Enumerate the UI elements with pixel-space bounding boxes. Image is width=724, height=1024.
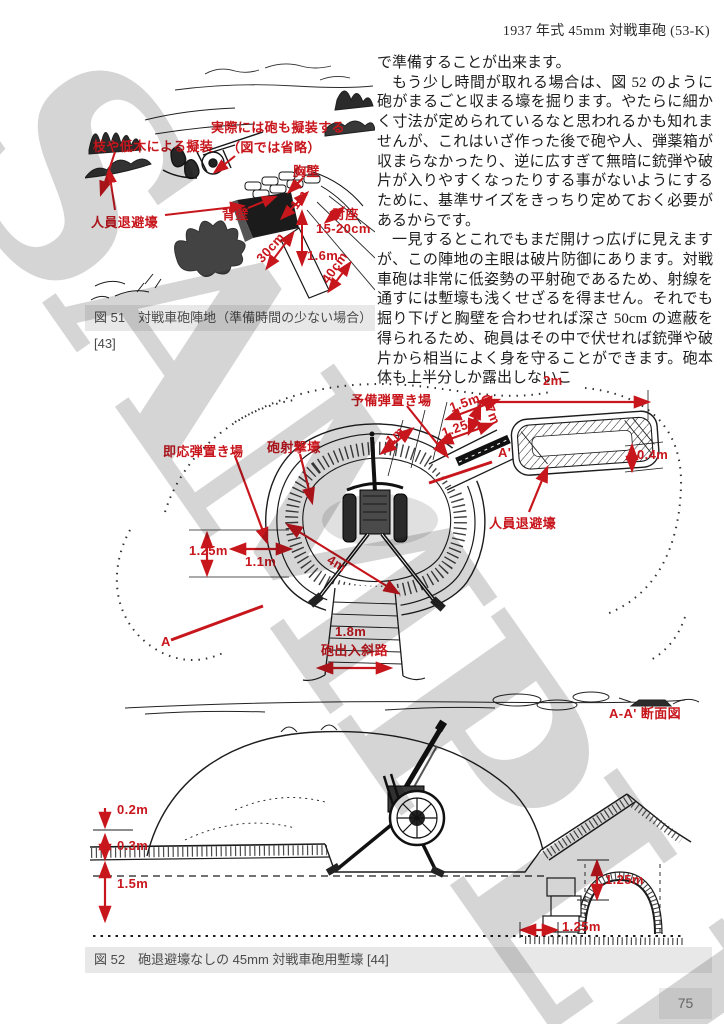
- plan-label-a: A: [161, 634, 171, 649]
- fig51-label-personnel-shelter: 人員退避壕: [91, 215, 159, 230]
- plan-dim-2m: 2m: [543, 373, 563, 388]
- plan-label-ready-ammo: 即応弾置き場: [163, 444, 244, 459]
- plan-annotation-arrows: [170, 395, 652, 675]
- fig52-plan-illustration: [115, 382, 686, 682]
- fig51-annotation-arrows: [99, 151, 352, 294]
- body-text: で準備することが出来ます。 もう少し時間が取れる場合は、図 52 のように砲がま…: [377, 54, 713, 389]
- plan-ramp: [302, 584, 426, 682]
- plan-label-ramp: 砲出入斜路: [321, 643, 389, 658]
- fig51-trees: [85, 90, 375, 179]
- plan-label-a-prime: A': [498, 445, 512, 460]
- paragraph-2: もう少し時間が取れる場合は、図 52 のように砲がまるごと収まる壕を掘ります。や…: [377, 74, 713, 229]
- figure-51: 枝や低木による擬装 実際には砲も擬装する （図では省略） 胸壁 人員退避壕 背壁…: [85, 60, 375, 351]
- plan-label-gun-trench: 砲射撃壕: [267, 440, 321, 455]
- fig51-dim-1-6m: 1.6m: [307, 248, 339, 263]
- paragraph-1: で準備することが出来ます。: [377, 55, 571, 71]
- plan-dim-1-25m-left: 1.25m: [189, 543, 228, 558]
- paragraph-3: 一見するとこれでもまだ開けっ広げに見えますが、この陣地の主眼は破片防御にあります…: [377, 232, 713, 387]
- page-number: 75: [659, 988, 712, 1019]
- fig51-label-gun-camo-1: 実際には砲も擬装する: [211, 120, 346, 135]
- fig51-illustration: [85, 63, 375, 301]
- plan-terrain-dots: [115, 382, 686, 662]
- section-title-label: A-A' 断面図: [609, 706, 682, 721]
- section-dim-1-5m: 1.5m: [117, 876, 149, 891]
- fig52-caption: 図 52 砲退避壕なしの 45mm 対戦車砲用塹壕 [44]: [85, 947, 712, 973]
- plan-dim-1-1m: 1.1m: [245, 554, 277, 569]
- fig51-label-elbow-rest: 肘座: [332, 207, 359, 222]
- fig51-label-gun-camo-2: （図では省略）: [227, 140, 321, 155]
- fig51-caption: 図 51 対戦車砲陣地（準備時間の少ない場合）[43]: [85, 305, 375, 351]
- plan-personnel-shelter: [510, 410, 660, 476]
- page-header: 1937 年式 45mm 対戦車砲 (53-K): [502, 24, 710, 39]
- section-ground-cut: [89, 843, 542, 873]
- fig51-label-back-wall: 背壁: [222, 207, 249, 222]
- fig51-sky: [174, 63, 374, 91]
- plan-label-personnel-shelter: 人員退避壕: [489, 516, 557, 531]
- fig51-label-breastwork: 胸壁: [293, 164, 320, 179]
- fig51-foreground: [90, 220, 246, 301]
- figure-52-plan: 予備弾置き場 即応弾置き場 砲射撃壕 人員退避壕 砲出入斜路 1.8m 2m 1…: [85, 362, 712, 688]
- figure-52-section: A-A' 断面図 0.2m 0.3m 1.5m 1.25m 1.25m: [85, 690, 712, 945]
- section-horizon: [124, 691, 700, 715]
- section-dim-1-25m-v: 1.25m: [605, 872, 644, 887]
- fig51-dim-elbow: 15-20cm: [316, 221, 371, 236]
- plan-dim-1-8m: 1.8m: [335, 624, 367, 639]
- section-mound: [146, 724, 544, 857]
- section-dim-1-25m-h: 1.25m: [562, 919, 601, 934]
- section-shelter-cut: [524, 793, 692, 945]
- section-gun-side-view: [325, 719, 448, 878]
- plan-label-reserve-ammo: 予備弾置き場: [351, 393, 432, 408]
- fig52-section-illustration: [89, 691, 700, 945]
- section-dim-0-3m: 0.3m: [117, 838, 149, 853]
- section-dim-0-2m: 0.2m: [117, 802, 149, 817]
- fig51-label-camouflage: 枝や低木による擬装: [93, 139, 214, 154]
- plan-dim-0-4m: 0.4m: [637, 447, 669, 462]
- section-dimension-arrows: [98, 808, 604, 937]
